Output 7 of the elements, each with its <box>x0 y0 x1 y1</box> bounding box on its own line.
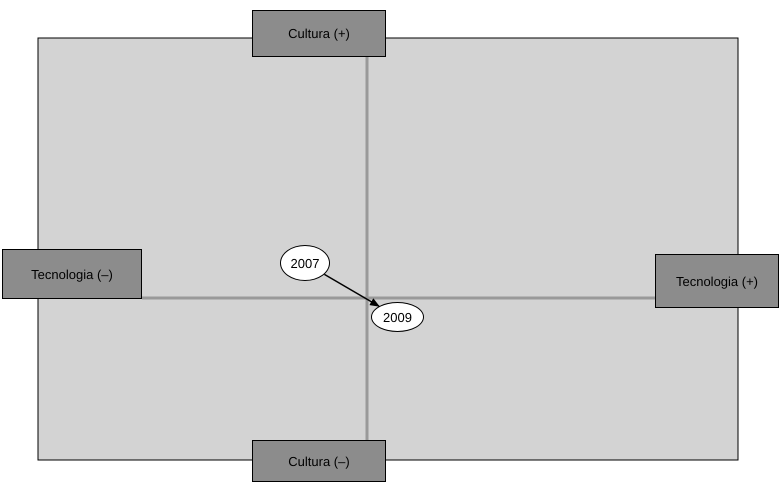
axis-line <box>366 57 368 440</box>
axis-label-box: Tecnologia (+) <box>655 254 779 308</box>
axis-line <box>142 296 655 300</box>
axis-label-box: Cultura (+) <box>252 10 386 57</box>
axis-label-box: Cultura (–) <box>252 440 386 482</box>
arrow <box>324 274 380 307</box>
axis-label-box: Tecnologia (–) <box>2 249 142 299</box>
